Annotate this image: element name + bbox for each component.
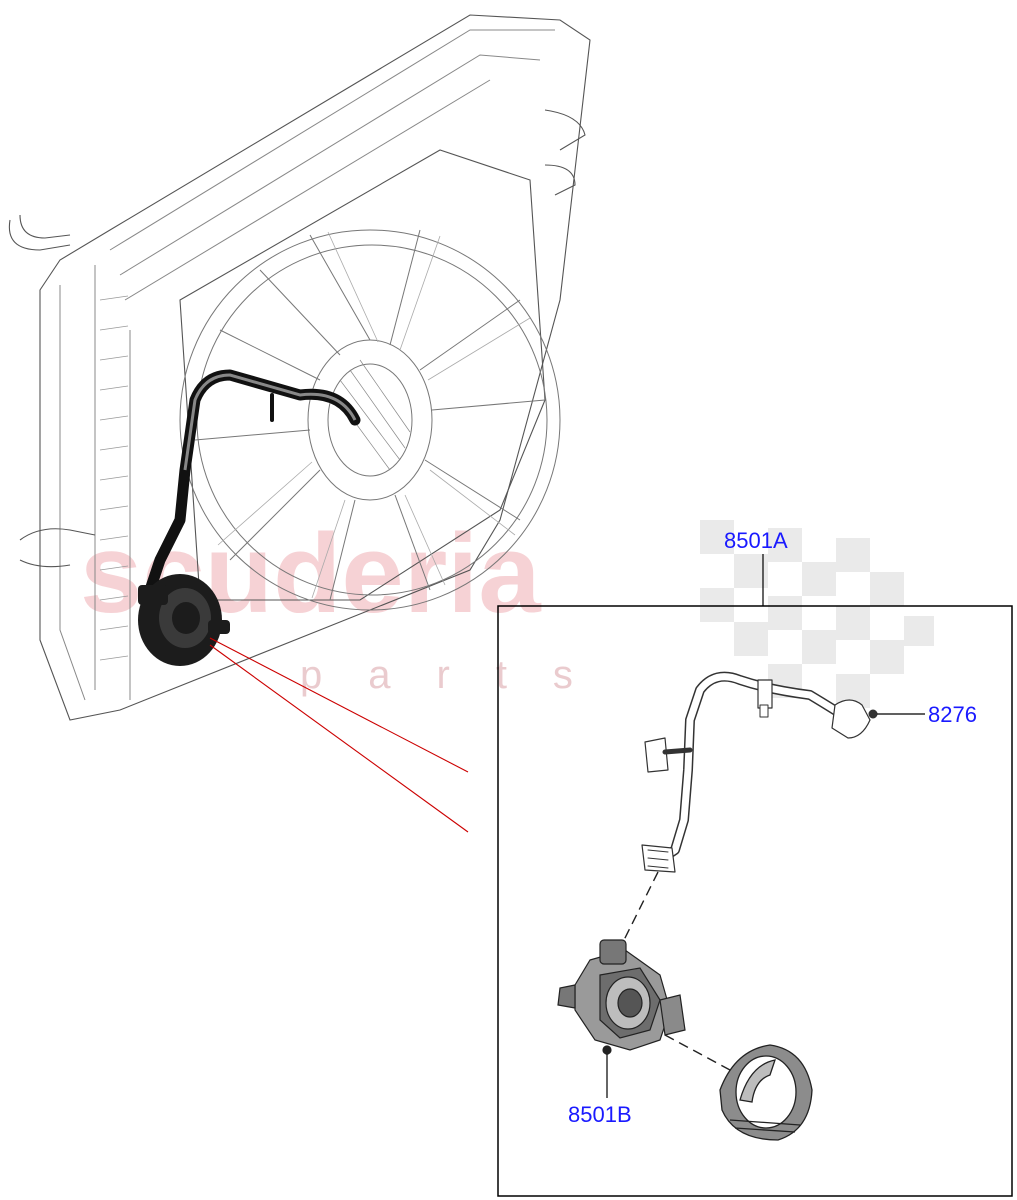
harness-detail [641,671,878,873]
watermark-flag [700,520,934,708]
callout-8276[interactable]: 8276 [928,702,977,727]
radiator-fan-module [8,14,591,721]
watermark-sub: parts [300,653,619,697]
pump-detail [557,939,686,1055]
pump-context [138,574,230,666]
bracket-link-dashed [664,1034,731,1071]
mounting-bracket [719,1044,813,1141]
detail-inset-frame [497,605,1013,1197]
leader-lines [209,637,469,833]
callout-8501a[interactable]: 8501A [724,528,788,553]
connector-link-dashed [619,871,659,949]
callout-8501b[interactable]: 8501B [568,1102,632,1127]
